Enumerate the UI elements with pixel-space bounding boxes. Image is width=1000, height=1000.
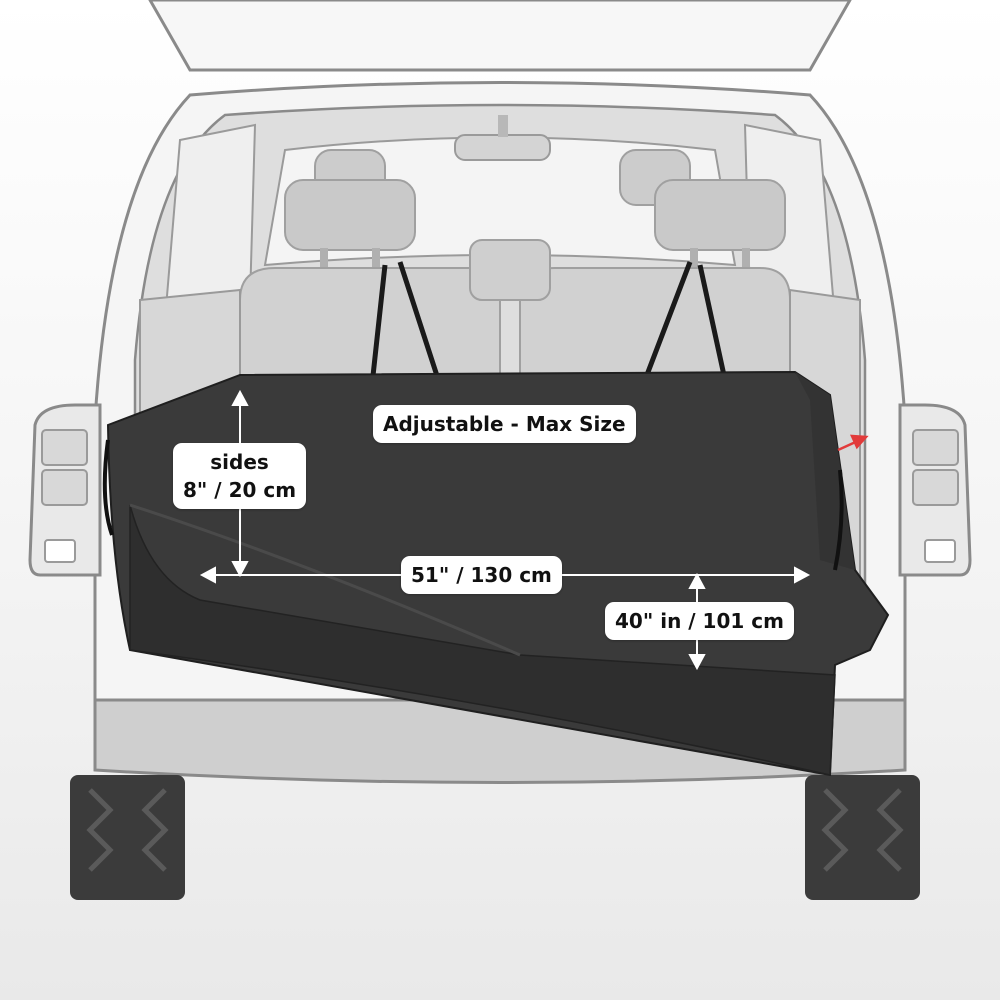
sides-title: sides [210,450,269,474]
center-armrest [469,239,551,301]
mirror-mount [498,115,508,137]
adjustable-max-size-label: Adjustable - Max Size [373,405,636,443]
width-dimension-label: 51" / 130 cm [401,556,562,594]
liner-flap-highlight [129,503,521,657]
tailgate [148,0,852,72]
rearview-mirror [454,134,551,161]
left-tail-light [28,403,102,577]
rear-seat-right [519,267,791,381]
rear-right-headrest [654,179,786,251]
left-strap [369,261,443,386]
liner-side-elastic-left [102,439,114,536]
left-tire [70,775,185,900]
sides-value: 8" / 20 cm [183,478,297,502]
rear-seat-left [239,267,501,381]
liner-side-elastic-right [833,469,844,571]
depth-dimension-label: 40" in / 101 cm [605,602,794,640]
right-tire [805,775,920,900]
right-tail-light [898,403,972,577]
sides-dimension-label: sides 8" / 20 cm [173,443,307,509]
right-strap [642,261,728,381]
red-arrow-icon [837,434,869,452]
liner-bumper-flap [129,504,836,776]
rear-left-headrest [284,179,416,251]
